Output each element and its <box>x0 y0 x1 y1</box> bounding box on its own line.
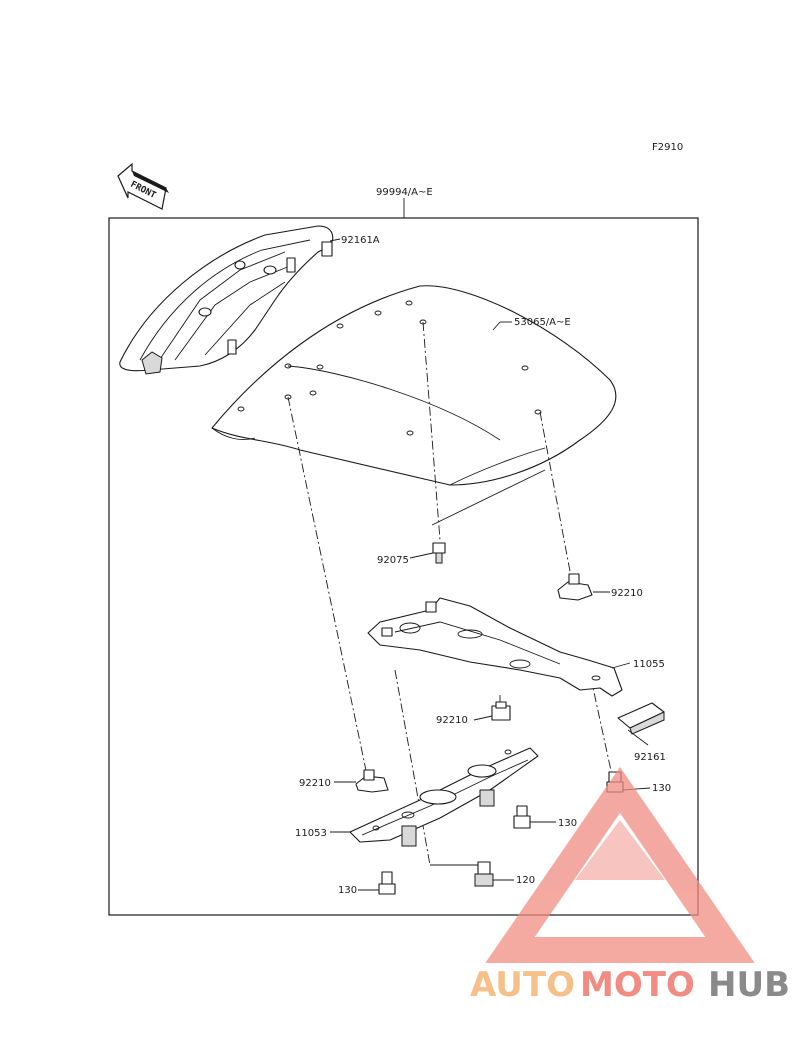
nut-92210-left: 92210 <box>299 769 389 793</box>
callout-bolt-120: 120 <box>516 875 535 886</box>
screw-92075: 92075 <box>377 542 446 566</box>
watermark-text: AUTO MOTO HUB <box>470 965 790 1005</box>
callout-assembly: 99994/A~E <box>376 187 433 198</box>
callout-nut-mid: 92210 <box>436 715 468 726</box>
nut-92210-mid: 92210 <box>436 701 511 726</box>
damper-92161: 92161 <box>617 702 666 763</box>
assembly-frame: 99994/A~E <box>108 187 699 916</box>
bolt-120: 120 <box>474 861 535 887</box>
callout-bracket-11055: 11055 <box>633 659 665 670</box>
grip-rail: 92161A <box>119 225 380 375</box>
callout-bracket-11053: 11053 <box>295 828 327 839</box>
callout-nut-left: 92210 <box>299 778 331 789</box>
front-arrow-icon: FRONT <box>117 162 169 210</box>
callout-bolt-130-left: 130 <box>338 885 357 896</box>
callout-grip-rail: 92161A <box>341 235 380 246</box>
watermark-part2: MOTO <box>580 965 695 1005</box>
seat-cover: 53065/A~E <box>211 285 617 526</box>
callout-screw-92075: 92075 <box>377 555 409 566</box>
bracket-11055: 11055 <box>367 597 665 697</box>
callout-nut-upper: 92210 <box>611 588 643 599</box>
bracket-11053: 11053 <box>295 747 539 847</box>
bolt-130-mid: 130 <box>513 805 577 829</box>
watermark-logo <box>485 767 755 963</box>
watermark-part3: HUB <box>708 965 790 1005</box>
callout-bolt-130-right: 130 <box>652 783 671 794</box>
watermark-part1: AUTO <box>470 965 575 1005</box>
callout-damper-92161: 92161 <box>634 752 666 763</box>
callout-seat-cover: 53065/A~E <box>514 317 571 328</box>
callout-bolt-130-mid: 130 <box>558 818 577 829</box>
nut-92210-upper: 92210 <box>557 573 643 601</box>
figure-code: F2910 <box>652 142 683 153</box>
bolt-130-left: 130 <box>338 871 396 896</box>
